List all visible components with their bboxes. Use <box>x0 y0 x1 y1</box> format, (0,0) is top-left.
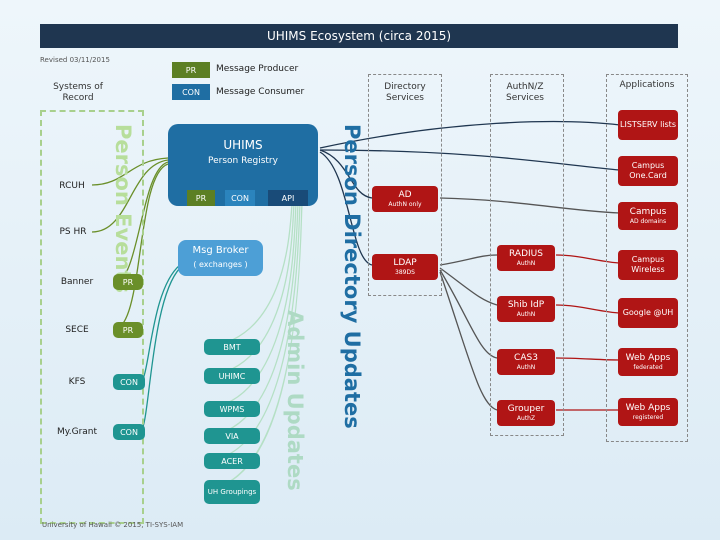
app-webapps-reg-name: Web Apps <box>625 402 671 413</box>
app-listserv-label: LISTSERV lists <box>620 120 676 129</box>
diagram-title: UHIMS Ecosystem (circa 2015) <box>40 24 678 48</box>
person-directory-updates-label: Person Directory Updates <box>340 124 364 429</box>
uhims-api-port: API <box>268 190 308 206</box>
auth-shib: Shib IdP AuthN <box>497 296 555 322</box>
app-webapps-federated: Web Apps federated <box>618 348 678 376</box>
admin-uh-groupings: UH Groupings <box>204 480 260 504</box>
uhims-title: UHIMS <box>223 138 263 152</box>
person-events-label: Person Events <box>111 124 135 293</box>
header-applications: Applications <box>619 80 675 90</box>
msg-broker-title: Msg Broker <box>192 245 249 256</box>
app-webapps-fed-sub: federated <box>633 363 663 371</box>
auth-cas: CAS3 AuthN <box>497 349 555 375</box>
dir-ad-sub: AuthN only <box>388 200 422 208</box>
auth-cas-sub: AuthN <box>516 363 536 371</box>
admin-via: VIA <box>204 428 260 444</box>
legend-pr-swatch: PR <box>172 62 210 78</box>
sor-sece-pr: PR <box>113 322 143 338</box>
legend-producer-label: Message Producer <box>216 64 299 74</box>
apps-frame <box>606 74 688 442</box>
sor-banner: Banner <box>60 277 94 287</box>
dir-ad: AD AuthN only <box>372 186 438 212</box>
footer-copyright: University of Hawaii © 2015, TI-SYS-IAM <box>42 521 184 529</box>
app-webapps-reg-sub: registered <box>632 413 664 421</box>
auth-radius-sub: AuthN <box>516 259 536 267</box>
admin-uhimc: UHIMC <box>204 368 260 384</box>
sor-frame <box>40 110 144 524</box>
header-directory-services: Directory Services <box>384 82 426 103</box>
auth-grouper: Grouper AuthZ <box>497 400 555 426</box>
auth-grouper-name: Grouper <box>507 403 545 414</box>
uhims-con-port: CON <box>225 190 255 206</box>
admin-uh-groupings-label: UH Groupings <box>207 487 257 496</box>
legend-consumer-label: Message Consumer <box>216 87 305 97</box>
auth-cas-name: CAS3 <box>514 352 538 363</box>
sor-rcuh: RCUH <box>59 181 85 191</box>
authnz-frame <box>490 74 564 436</box>
msg-broker-sub: ( exchanges ) <box>193 260 248 269</box>
app-wireless: Campus Wireless <box>618 250 678 280</box>
sor-banner-pr: PR <box>113 274 143 290</box>
dir-ldap-name: LDAP <box>393 257 417 268</box>
header-systems-of-record: Systems of Record <box>53 82 103 103</box>
sor-kfs: KFS <box>68 377 86 387</box>
app-campus-ad: Campus AD domains <box>618 202 678 230</box>
app-campus-ad-sub: AD domains <box>629 217 667 225</box>
auth-shib-name: Shib IdP <box>507 299 545 310</box>
sor-kfs-con: CON <box>113 374 145 390</box>
auth-radius: RADIUS AuthN <box>497 245 555 271</box>
uhims-subtitle: Person Registry <box>208 156 278 166</box>
sor-mygrant-con: CON <box>113 424 145 440</box>
app-campus-ad-name: Campus <box>629 206 667 217</box>
app-wireless-label: Campus Wireless <box>631 255 665 274</box>
admin-wpms: WPMS <box>204 401 260 417</box>
app-google: Google @UH <box>618 298 678 328</box>
legend-con-swatch: CON <box>172 84 210 100</box>
dir-ldap: LDAP 389DS <box>372 254 438 280</box>
dir-ldap-sub: 389DS <box>395 268 415 276</box>
auth-radius-name: RADIUS <box>509 248 543 259</box>
app-webapps-registered: Web Apps registered <box>618 398 678 426</box>
admin-updates-label: Admin Updates <box>283 310 307 491</box>
auth-grouper-sub: AuthZ <box>516 414 536 422</box>
admin-acer: ACER <box>204 453 260 469</box>
header-authnz-services: AuthN/Z Services <box>506 82 544 103</box>
auth-shib-sub: AuthN <box>516 310 536 318</box>
sor-sece: SECE <box>65 325 89 335</box>
app-listserv: LISTSERV lists <box>618 110 678 140</box>
sor-pshr: PS HR <box>59 227 87 237</box>
directory-frame <box>368 74 442 296</box>
app-onecard: Campus One.Card <box>618 156 678 186</box>
sor-mygrant: My.Grant <box>56 427 98 437</box>
app-google-label: Google @UH <box>622 308 674 317</box>
msg-broker: Msg Broker ( exchanges ) <box>178 240 263 276</box>
admin-bmt: BMT <box>204 339 260 355</box>
uhims-pr-port: PR <box>187 190 215 206</box>
revised-date: Revised 03/11/2015 <box>40 56 110 64</box>
app-onecard-label: Campus One.Card <box>629 161 667 180</box>
dir-ad-name: AD <box>398 189 412 200</box>
app-webapps-fed-name: Web Apps <box>625 352 671 363</box>
